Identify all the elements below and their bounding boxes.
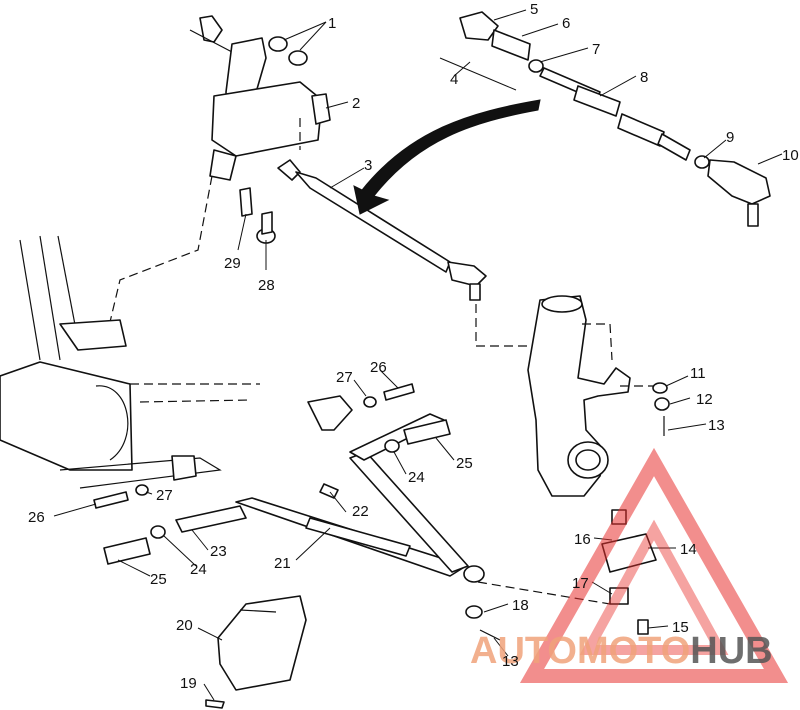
callout-9: 9 [726,129,734,146]
callout-4: 4 [450,71,458,88]
svg-text:AUTOMOTOHUB: AUTOMOTOHUB [470,630,773,672]
watermark-text-hub: HUB [690,630,772,672]
callout-5: 5 [530,1,538,18]
callout-10: 10 [782,147,799,164]
watermark-text-auto: AUTO [470,630,577,672]
frame-assembly [0,235,260,489]
callout-24-lower: 24 [190,561,207,578]
callout-20: 20 [176,617,193,634]
callout-2: 2 [352,95,360,112]
callout-7: 7 [592,41,600,58]
callout-3: 3 [364,157,372,174]
callout-16: 16 [574,531,591,548]
callout-21: 21 [274,555,291,572]
callout-29: 29 [224,255,241,272]
callout-27-upper: 27 [336,369,353,386]
callout-18: 18 [512,597,529,614]
watermark-triangle-icon [519,447,789,683]
callout-27-lower: 27 [156,487,173,504]
spindle-assembly [527,295,660,497]
tie-rod-assembly [277,99,541,347]
callout-13-upper: 13 [708,417,725,434]
callout-labels: 1 2 3 4 5 6 7 8 9 10 11 12 13 14 15 16 1… [28,1,799,692]
callout-22: 22 [352,503,369,520]
callout-26-upper: 26 [370,359,387,376]
a-arm-assembly [103,413,485,583]
tie-rod-end-assembly [439,11,771,227]
callout-12: 12 [696,391,713,408]
watermark-text-moto: MOTO [577,630,690,672]
callout-25-upper: 25 [456,455,473,472]
callout-26-lower: 26 [28,509,45,526]
steering-post-assembly [109,15,331,323]
callout-19: 19 [180,675,197,692]
callout-1: 1 [328,15,336,32]
callout-23: 23 [210,543,227,560]
a-arm-mount-hardware [93,383,415,509]
callout-28: 28 [258,277,275,294]
callout-24-upper: 24 [408,469,425,486]
callout-11: 11 [690,365,706,382]
callout-13-lower: 13 [502,653,519,670]
skid-plate-assembly [205,595,307,709]
callout-15: 15 [672,619,689,636]
callout-6: 6 [562,15,570,32]
callout-14: 14 [680,541,697,558]
leader-lines [53,9,783,701]
watermark-logo: AUTOMOTOHUB [470,447,789,683]
callout-25-lower: 25 [150,571,167,588]
callout-8: 8 [640,69,648,86]
callout-17: 17 [572,575,589,592]
